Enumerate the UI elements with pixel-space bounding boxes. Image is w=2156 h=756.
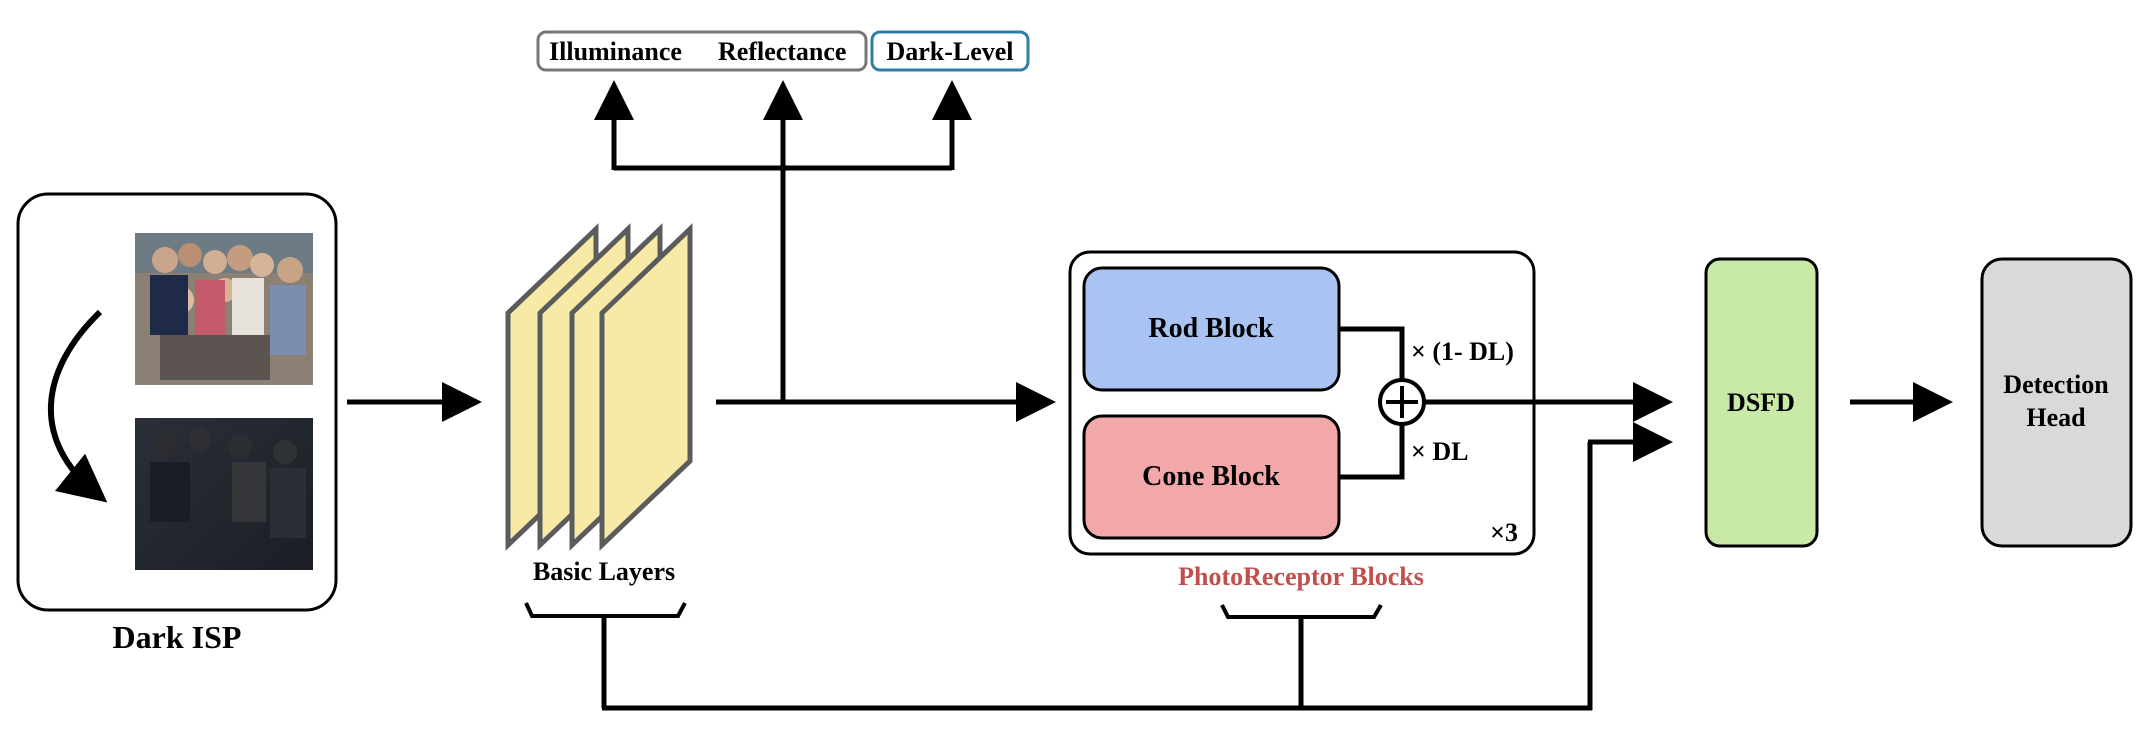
rod-block-label: Rod Block	[1148, 313, 1274, 344]
output-branch-connectors	[594, 80, 972, 402]
photoreceptor-label: PhotoReceptor Blocks	[1178, 562, 1424, 591]
repeat-count-label: ×3	[1490, 518, 1518, 547]
input-labels: Illuminance Reflectance Dark-Level	[536, 30, 1030, 72]
reflectance-label: Reflectance	[718, 37, 846, 66]
dark-level-box	[870, 30, 1030, 72]
rod-weight-label: × (1- DL)	[1411, 337, 1514, 366]
dsfd-block: DSFD	[1704, 257, 1819, 548]
dsfd-label: DSFD	[1727, 388, 1795, 417]
illuminance-label: Illuminance	[549, 37, 682, 66]
dsfd-box	[1704, 257, 1819, 548]
curved-arrow-icon	[48, 309, 108, 503]
bright-photo	[135, 233, 313, 385]
photoreceptor-connectors	[1339, 326, 1405, 480]
basic-layers: Basic Layers	[505, 223, 693, 618]
dark-photo	[135, 418, 313, 570]
detection-head-line2: Head	[2026, 403, 2086, 432]
detection-head-box	[1980, 257, 2133, 548]
cone-weight-label: × DL	[1411, 437, 1468, 466]
basic-layer-4	[599, 223, 693, 551]
dark-isp-label: Dark ISP	[113, 619, 242, 655]
circled-plus-icon	[1378, 378, 1426, 426]
dark-level-label: Dark-Level	[886, 37, 1013, 66]
cone-block-label: Cone Block	[1142, 461, 1280, 492]
skip-connection	[601, 422, 1673, 711]
detection-head-line1: Detection	[2003, 370, 2109, 399]
photoreceptor-group: Rod Block Cone Block × (1- DL) × DL ×3 P…	[1068, 250, 1536, 619]
basic-layers-label: Basic Layers	[533, 557, 675, 586]
photoreceptor-bracket	[1220, 603, 1383, 619]
basic-layers-bracket	[524, 602, 687, 618]
detection-head-block: Detection Head	[1980, 257, 2133, 548]
illuminance-reflectance-box	[536, 30, 868, 72]
dark-isp-block: Dark ISP	[16, 192, 338, 655]
